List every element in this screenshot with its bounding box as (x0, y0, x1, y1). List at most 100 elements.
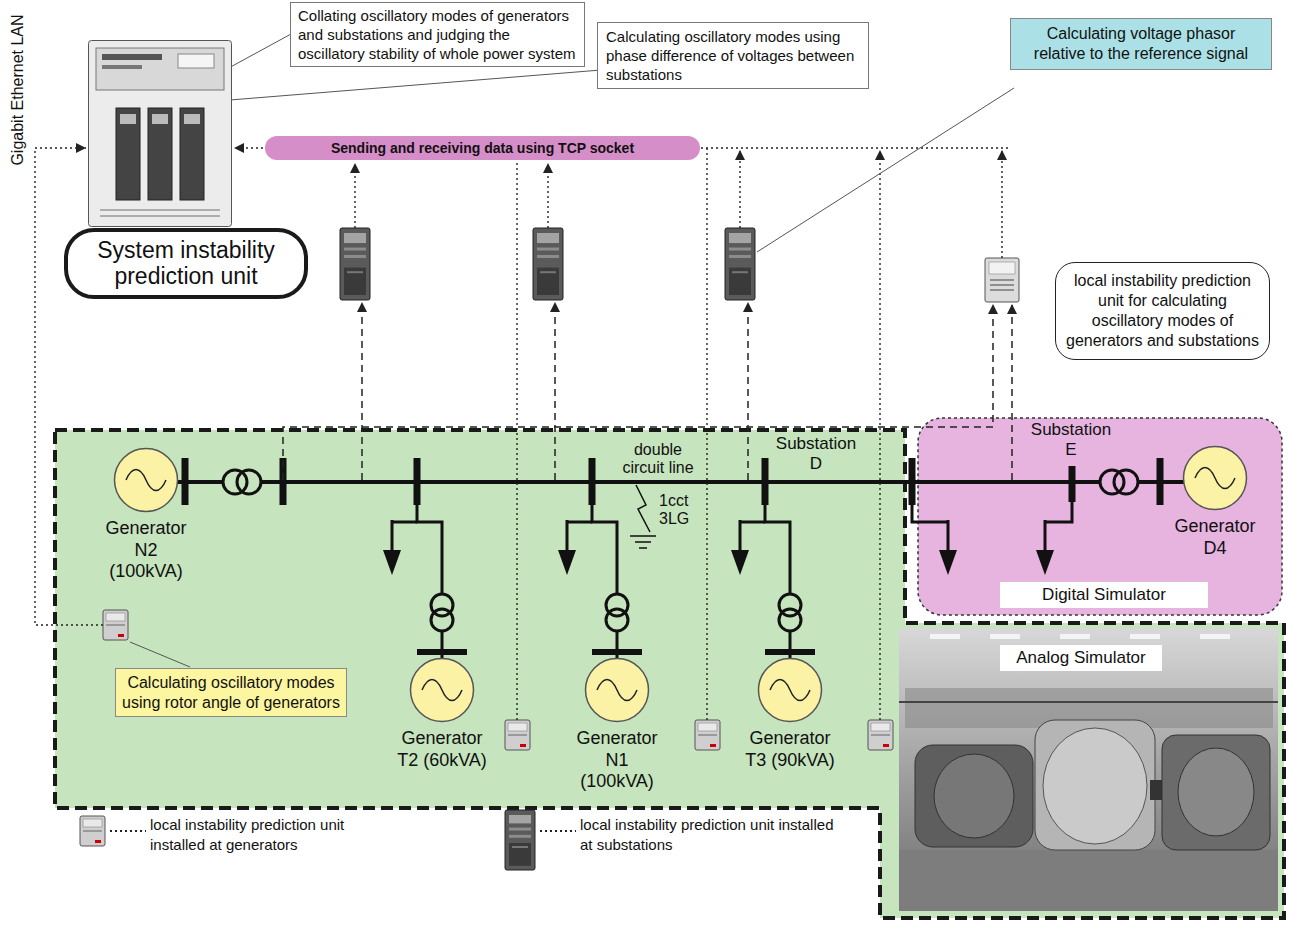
measurement-line (554, 302, 556, 480)
measurement-line (1011, 304, 1013, 480)
icon-panel (989, 262, 1015, 274)
icon-slot (344, 255, 366, 258)
transmission-line (1045, 482, 1072, 522)
transmission-line (740, 521, 765, 524)
ceiling-light (1130, 634, 1160, 639)
rounded-note: local instability prediction unit for ca… (1055, 262, 1270, 360)
floor (899, 850, 1278, 911)
icon-body (533, 228, 563, 300)
icon-body (80, 816, 105, 846)
legend-entry: local instability prediction unit instal… (580, 815, 840, 854)
generator-symbol (757, 657, 823, 723)
ceiling-light (1200, 634, 1230, 639)
generator-unit-icon (505, 720, 530, 750)
generator-circle (1184, 447, 1247, 510)
machine-body (915, 745, 1033, 847)
photo-frame (899, 628, 1278, 911)
server-slot (102, 65, 142, 69)
node-text: Calculating voltage phasor relative to t… (1019, 24, 1263, 64)
icon-vent (344, 268, 366, 295)
icon-slot (537, 248, 559, 251)
transformer-winding (1114, 470, 1138, 494)
simulator-label: Digital Simulator (1000, 582, 1208, 608)
node-text: local instability prediction unit for ca… (1064, 271, 1261, 351)
icon-slot (509, 828, 531, 831)
icon-panel (698, 723, 717, 731)
transmission-line (417, 482, 442, 595)
server-icon (88, 40, 232, 227)
unit-label-box: System instability prediction unit (64, 228, 308, 299)
icon-slot (83, 830, 102, 832)
transmission-line (765, 482, 790, 595)
machine-body (1162, 735, 1270, 850)
generator: Generator D4 (1170, 445, 1260, 559)
ceiling-light (990, 634, 1020, 639)
generator-symbol (409, 657, 475, 723)
bus-bar (182, 458, 189, 505)
callout-box: Calculating oscillatory modes using phas… (597, 22, 869, 89)
railing (899, 701, 1278, 703)
transmission-line (616, 631, 619, 660)
server-body (89, 41, 232, 227)
fault-label: 1cct 3LG (659, 492, 703, 527)
icon-panel (83, 819, 102, 827)
sine-wave (597, 680, 637, 701)
legend-leader (540, 830, 576, 832)
sine-wave (126, 470, 166, 491)
ceiling-light (1060, 634, 1090, 639)
generator: Generator N2 (100kVA) (101, 447, 191, 583)
lan-line (1001, 150, 1002, 258)
legend-entry: local instability prediction unit instal… (150, 815, 400, 854)
leader-line (232, 35, 290, 67)
icon-slot (106, 624, 125, 626)
icon-panel (871, 723, 890, 731)
icon-slot (990, 280, 1014, 290)
node-text: Generator T2 (60kVA) (397, 728, 487, 771)
sine-wave (1195, 468, 1235, 489)
transformer-winding (223, 470, 247, 494)
substation-unit-icon (725, 228, 755, 300)
icon-panel (106, 613, 125, 621)
icon-slot (508, 734, 527, 736)
icon-slot (512, 846, 528, 848)
load-arrow (731, 550, 749, 575)
generator-symbol (584, 657, 650, 723)
server-drive-label (120, 114, 136, 124)
node-text: Calculating oscillatory modes using roto… (122, 673, 340, 712)
bus-bar (765, 649, 815, 655)
substation-unit-icon (505, 810, 535, 870)
leader-line (757, 88, 1014, 252)
icon-panel (508, 723, 527, 731)
generator: Generator T3 (90kVA) (745, 657, 835, 771)
power-network (146, 458, 1215, 660)
digital-simulator-region (918, 418, 1282, 615)
icon-panel (537, 233, 559, 243)
icon-slot (540, 271, 556, 273)
generator-circle (759, 659, 822, 722)
icon-led (118, 634, 124, 637)
icon-led (95, 840, 101, 843)
transmission-line (567, 521, 592, 524)
ground-symbol (630, 536, 656, 548)
icon-led (710, 744, 716, 747)
server-icon-small (985, 258, 1019, 302)
icon-vent (509, 843, 531, 866)
transformer-winding (237, 470, 261, 494)
load-line (947, 520, 950, 552)
server-drive-label (184, 114, 200, 124)
icon-led (520, 744, 526, 747)
generator: Generator T2 (60kVA) (397, 657, 487, 771)
icon-slot (729, 248, 751, 251)
server-drive-bay (116, 108, 140, 200)
transmission-line (789, 631, 792, 660)
icon-slot (729, 255, 751, 258)
measurement-line (747, 302, 749, 480)
transmission-line (592, 482, 617, 595)
generator-unit-icon (868, 720, 893, 750)
generator-unit-icon (695, 720, 720, 750)
legend-leader (110, 830, 146, 832)
substation-unit-icon (533, 228, 563, 300)
icon-slot (732, 271, 748, 273)
server-panel (96, 48, 224, 90)
icon-body (340, 228, 370, 300)
